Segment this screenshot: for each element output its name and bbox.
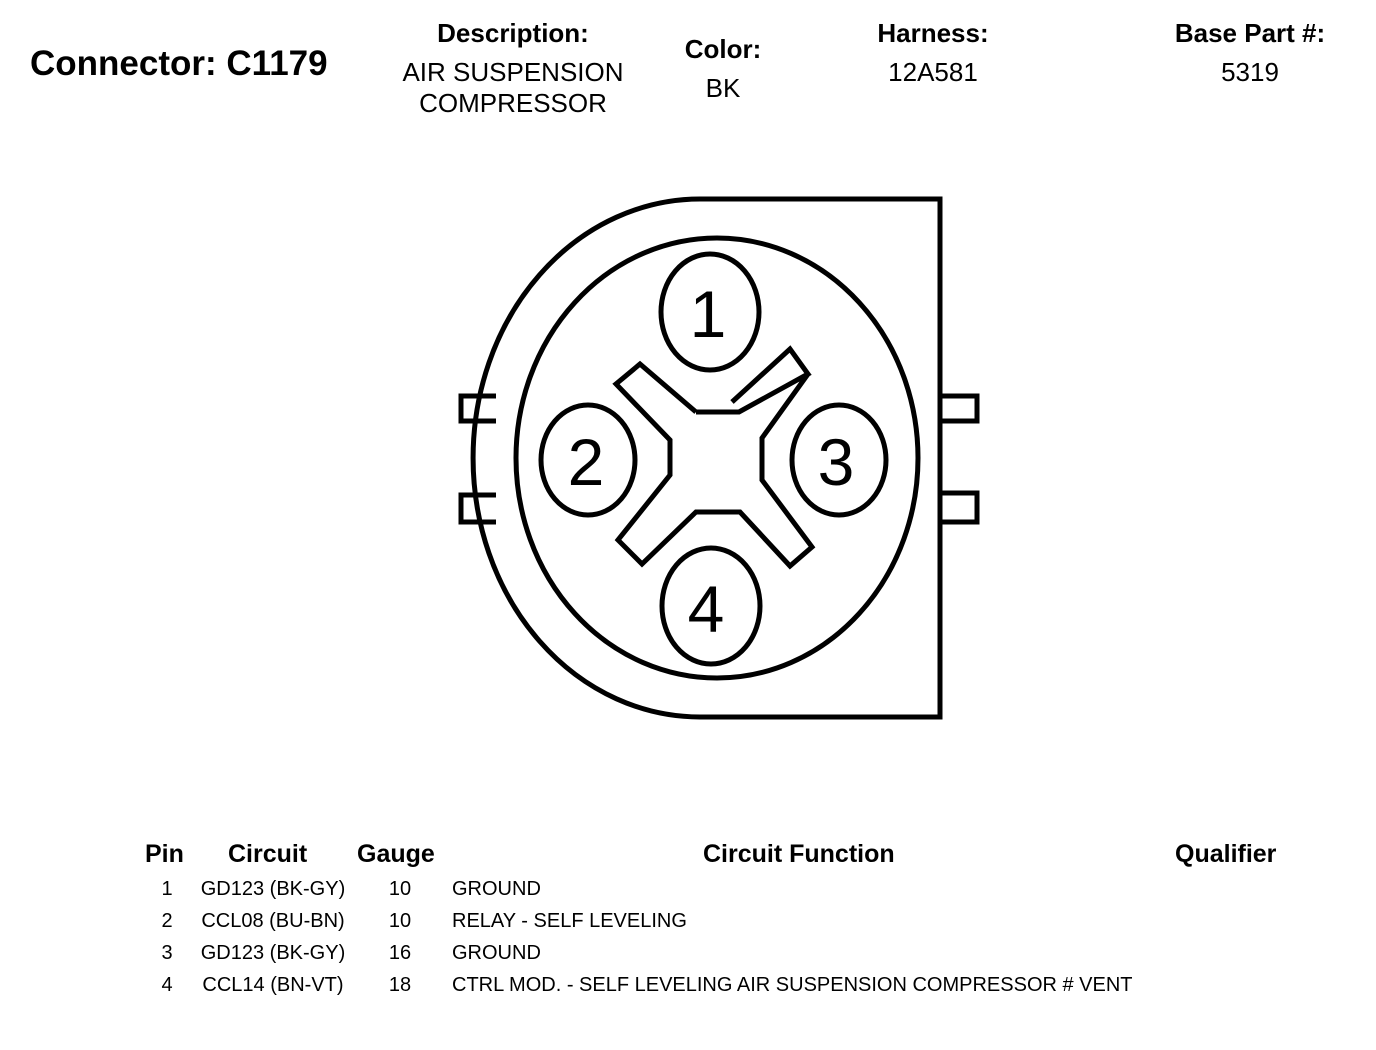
pin-3-label: 3 (818, 425, 855, 499)
pin-1-cavity (658, 251, 762, 373)
right-tab-lower (940, 490, 980, 525)
pin-2-cavity (538, 402, 638, 518)
row-gauge: 10 (388, 910, 412, 932)
pin-4-label: 4 (688, 572, 725, 646)
description-label: Description: (437, 18, 589, 48)
row-function: GROUND (452, 878, 541, 900)
harness-label: Harness: (877, 18, 989, 48)
pin-1-label: 1 (690, 277, 727, 351)
row-circuit: GD123 (BK-GY) (200, 942, 346, 964)
left-tab-lower (458, 492, 496, 525)
right-tab-upper (940, 393, 980, 424)
header-pin: Pin (145, 840, 184, 868)
connector-housing-outline (470, 196, 943, 720)
row-pin: 3 (161, 942, 173, 964)
row-pin: 1 (161, 878, 173, 900)
header-qualifier: Qualifier (1175, 840, 1277, 868)
header-circuit: Circuit (228, 840, 308, 868)
center-key-outline (612, 345, 816, 570)
base-part-value: 5319 (1221, 57, 1279, 87)
color-label: Color: (684, 34, 762, 64)
header-gauge: Gauge (357, 840, 435, 868)
row-circuit: CCL14 (BN-VT) (202, 974, 344, 996)
row-gauge: 18 (388, 974, 412, 996)
row-pin: 2 (161, 910, 173, 932)
row-circuit: GD123 (BK-GY) (200, 878, 346, 900)
row-gauge: 10 (388, 878, 412, 900)
row-circuit: CCL08 (BU-BN) (201, 910, 345, 932)
pin-3-cavity (789, 402, 889, 518)
left-tab-upper (458, 393, 496, 424)
row-function: GROUND (452, 942, 541, 964)
harness-value: 12A581 (888, 57, 978, 87)
connector-face-diagram: 1 2 3 4 (458, 196, 980, 720)
row-function: CTRL MOD. - SELF LEVELING AIR SUSPENSION… (452, 974, 1133, 996)
pin-4-cavity (659, 545, 763, 667)
description-line-2: COMPRESSOR (419, 88, 607, 118)
row-function: RELAY - SELF LEVELING (452, 910, 687, 932)
base-part-label: Base Part #: (1174, 18, 1326, 48)
description-line-1: AIR SUSPENSION (402, 57, 624, 87)
connector-title: Connector: C1179 (30, 44, 328, 83)
row-gauge: 16 (388, 942, 412, 964)
pin-2-label: 2 (568, 425, 605, 499)
color-value: BK (705, 73, 741, 103)
connector-face-circle (513, 235, 921, 681)
row-pin: 4 (161, 974, 173, 996)
header-circuit-function: Circuit Function (703, 840, 895, 868)
